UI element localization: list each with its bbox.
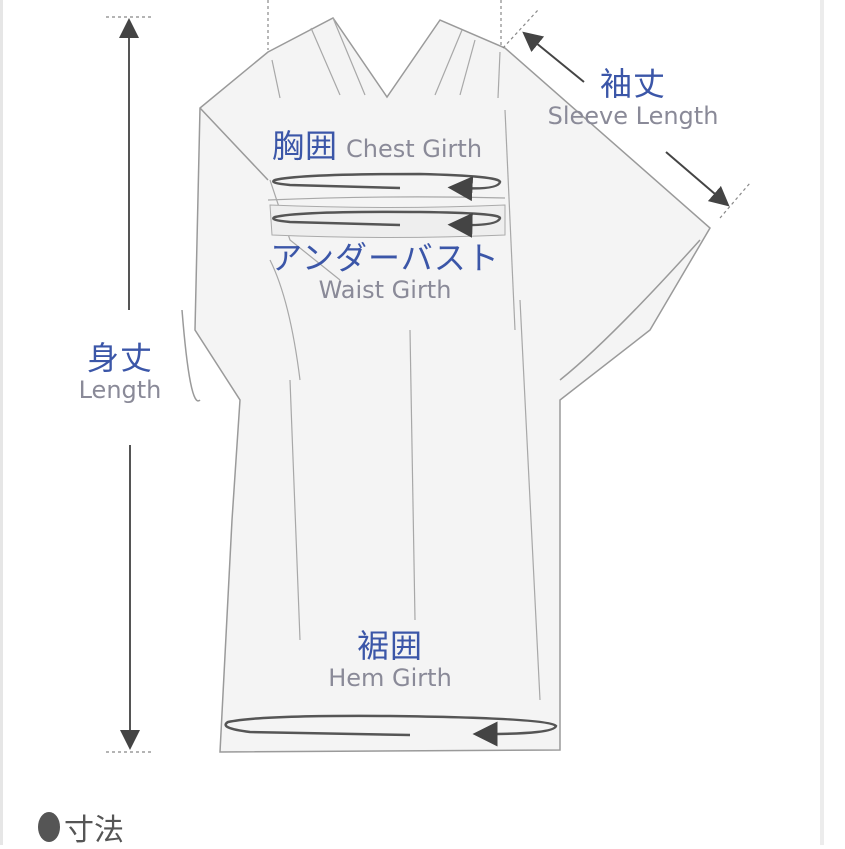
right-border <box>820 0 824 845</box>
waist-girth-label: アンダーバスト Waist Girth <box>260 240 510 304</box>
bullet-icon <box>38 812 60 842</box>
chest-girth-label: 胸囲 Chest Girth <box>272 128 482 164</box>
section-heading-text: 寸法 <box>64 813 124 848</box>
chest-girth-en: Chest Girth <box>346 135 483 163</box>
chest-girth-jp: 胸囲 <box>272 127 339 165</box>
chest-girth-loop <box>272 172 502 202</box>
length-arrow <box>119 18 140 750</box>
length-en: Length <box>78 376 162 404</box>
waist-girth-loop <box>272 210 502 238</box>
section-heading: 寸法 <box>38 805 124 849</box>
sleeve-length-label: 袖丈 Sleeve Length <box>540 66 726 130</box>
length-jp: 身丈 <box>86 339 153 377</box>
hem-girth-jp: 裾囲 <box>356 627 423 665</box>
sleeve-length-en: Sleeve Length <box>547 102 719 130</box>
length-label: 身丈 Length <box>70 340 170 404</box>
hem-girth-label: 裾囲 Hem Girth <box>310 628 470 692</box>
sleeve-length-arrows <box>522 31 730 207</box>
waist-girth-en: Waist Girth <box>318 276 452 304</box>
sleeve-length-jp: 袖丈 <box>599 65 666 103</box>
waist-girth-jp: アンダーバスト <box>270 239 500 277</box>
hem-girth-loop <box>224 714 558 747</box>
left-border <box>0 0 3 845</box>
kimono-outline <box>181 17 711 753</box>
hem-girth-en: Hem Girth <box>328 664 452 692</box>
